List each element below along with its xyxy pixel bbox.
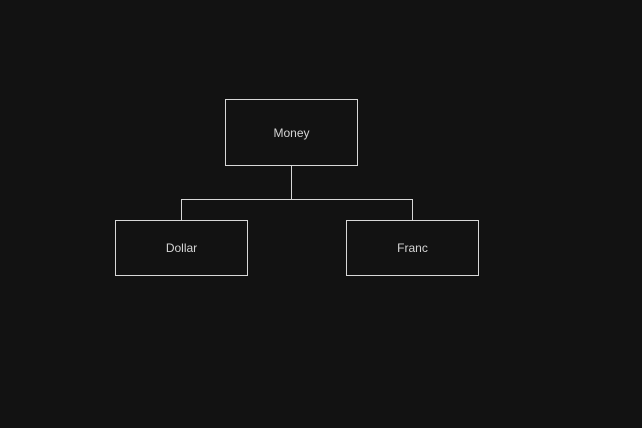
node-franc-label: Franc (397, 241, 428, 255)
node-dollar-label: Dollar (165, 241, 198, 255)
node-money[interactable]: Money (225, 99, 358, 166)
node-money-label: Money (273, 125, 310, 140)
node-dollar[interactable]: Dollar (115, 220, 248, 276)
node-franc[interactable]: Franc (346, 220, 479, 276)
